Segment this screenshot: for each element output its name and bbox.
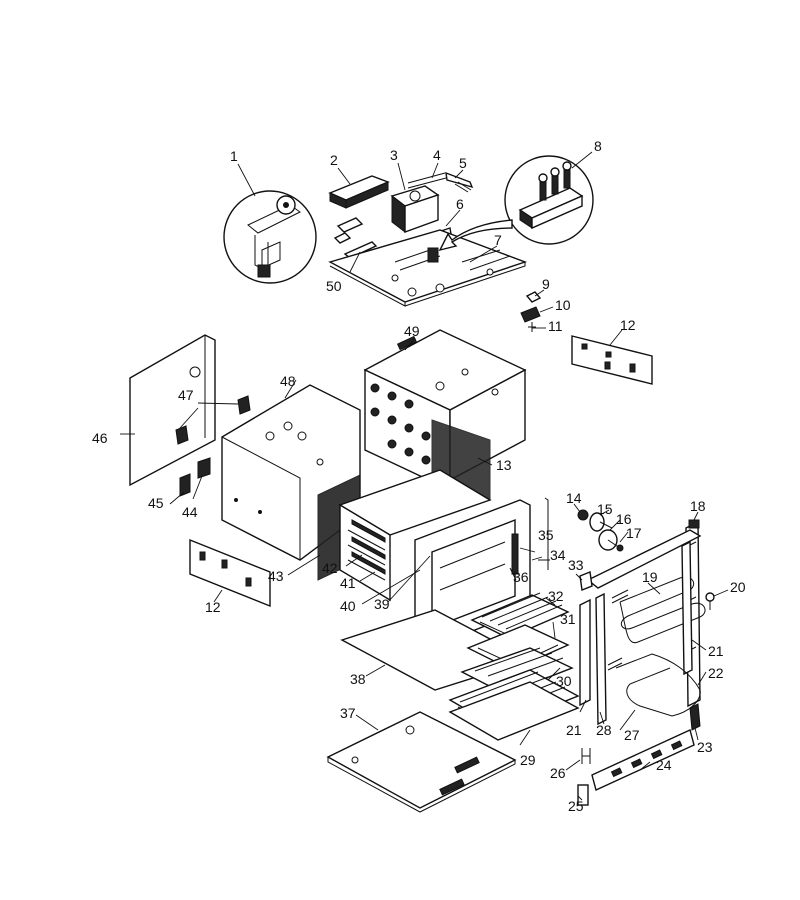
label-1: 1	[230, 148, 238, 164]
label-27: 27	[624, 727, 640, 743]
label-20: 20	[730, 579, 746, 595]
part-47-clips	[175, 395, 251, 445]
label-18: 18	[690, 498, 706, 514]
label-40: 40	[340, 598, 356, 614]
label-14: 14	[566, 490, 582, 506]
label-31: 31	[560, 611, 576, 627]
part-29-oven-rack	[448, 669, 580, 741]
label-36: 36	[513, 569, 529, 585]
label-21-left: 21	[566, 722, 582, 738]
part-12-left-bracket	[189, 538, 271, 608]
part-33-bracket	[579, 571, 593, 591]
label-12-right: 12	[620, 317, 636, 333]
label-49: 49	[404, 323, 420, 339]
parts-25-26-clips	[577, 748, 591, 806]
label-47: 47	[178, 387, 194, 403]
label-50: 50	[326, 278, 342, 294]
label-13: 13	[496, 457, 512, 473]
parts-44-45-clips	[179, 457, 211, 497]
part-23-clip	[689, 703, 701, 731]
part-2-cover	[328, 175, 390, 209]
parts-34-35-screws	[538, 497, 550, 570]
label-7: 7	[494, 232, 502, 248]
leader-lines	[120, 151, 729, 801]
label-23: 23	[697, 739, 713, 755]
label-5: 5	[459, 155, 467, 171]
label-21-right: 21	[708, 643, 724, 659]
label-43: 43	[268, 568, 284, 584]
oven-front-frame	[414, 499, 531, 651]
label-26: 26	[550, 765, 566, 781]
part-19-broil-element	[611, 576, 706, 644]
part-3-blower	[390, 185, 440, 234]
part-37-bottom-panel	[326, 711, 517, 813]
small-brackets-50	[333, 217, 378, 259]
label-6: 6	[456, 196, 464, 212]
parts-9-10-11-hardware	[520, 291, 542, 332]
label-24: 24	[656, 757, 672, 773]
label-17: 17	[626, 525, 642, 541]
parts-21-28-supports	[579, 540, 693, 726]
label-22: 22	[708, 665, 724, 681]
label-37: 37	[340, 705, 356, 721]
label-10: 10	[555, 297, 571, 313]
label-42: 42	[322, 560, 338, 576]
label-25: 25	[568, 798, 584, 814]
parts-14-17-thermostat	[577, 509, 624, 552]
detail-arrow	[438, 219, 513, 252]
part-46-side-panel	[129, 334, 216, 487]
label-2: 2	[330, 152, 338, 168]
label-45: 45	[148, 495, 164, 511]
label-28: 28	[596, 722, 612, 738]
label-41: 41	[340, 575, 356, 591]
oven-liner	[317, 469, 492, 602]
label-46: 46	[92, 430, 108, 446]
label-3: 3	[390, 147, 398, 163]
label-16: 16	[616, 511, 632, 527]
label-12-left: 12	[205, 599, 221, 615]
label-8: 8	[594, 138, 602, 154]
label-35: 35	[538, 527, 554, 543]
label-48: 48	[280, 373, 296, 389]
part-5-tube	[407, 171, 474, 193]
detail-circle-1	[223, 190, 317, 284]
part-20-screw	[705, 592, 715, 610]
part-7-top-panel	[328, 229, 528, 307]
label-33: 33	[568, 557, 584, 573]
detail-circle-8	[504, 155, 594, 245]
upper-element-plate	[586, 529, 702, 589]
label-9: 9	[542, 276, 550, 292]
part-number-labels: 1 2 3 4 5 6 7 8 9 10 11 12 12 13 14 15 1…	[92, 138, 746, 814]
label-32: 32	[548, 588, 564, 604]
label-29: 29	[520, 752, 536, 768]
label-30: 30	[556, 673, 572, 689]
label-44: 44	[182, 504, 198, 520]
label-38: 38	[350, 671, 366, 687]
part-12-right-bracket	[571, 335, 653, 385]
label-39: 39	[374, 596, 390, 612]
part-24-kick-panel	[591, 729, 695, 791]
label-34: 34	[550, 547, 566, 563]
label-4: 4	[433, 147, 441, 163]
label-19: 19	[642, 569, 658, 585]
label-15: 15	[597, 501, 613, 517]
label-11: 11	[548, 318, 563, 334]
